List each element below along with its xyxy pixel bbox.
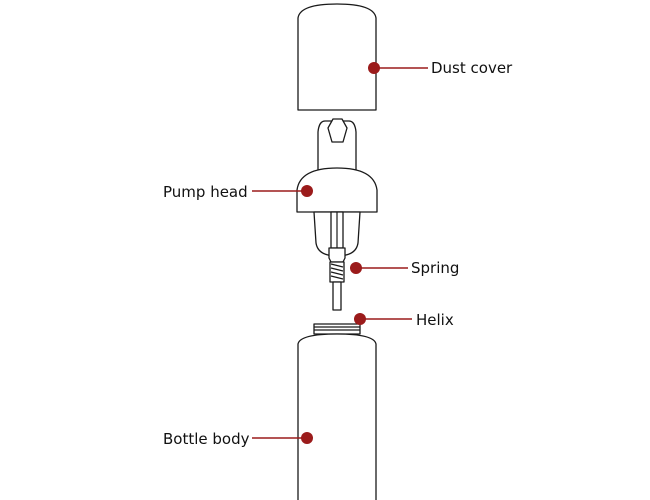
pump-head-label: Pump head	[163, 183, 248, 201]
helix-part	[313, 323, 361, 335]
pump-head-part	[296, 118, 378, 263]
dust-cover-label: Dust cover	[431, 59, 513, 77]
spring-part	[329, 261, 345, 311]
dust-cover-dot	[368, 62, 380, 74]
bottle-body-label: Bottle body	[163, 430, 250, 448]
pump-head-dot	[301, 185, 313, 197]
bottle-body-part	[297, 333, 377, 500]
spring-dot	[350, 262, 362, 274]
dust-cover-part	[297, 3, 377, 111]
helix-label: Helix	[416, 311, 454, 329]
helix-dot	[354, 313, 366, 325]
spring-label: Spring	[411, 259, 459, 277]
bottle-body-dot	[301, 432, 313, 444]
